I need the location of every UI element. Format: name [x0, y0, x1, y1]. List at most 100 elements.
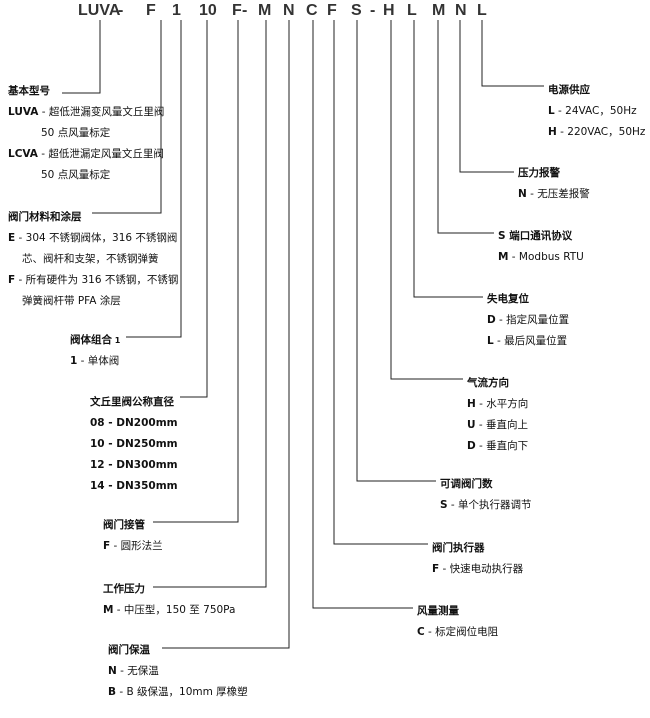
legend-option: U - 垂直向上 [467, 415, 528, 436]
option-description: - 最后风量位置 [493, 335, 568, 347]
legend-option: 弹簧阀杆带 PFA 涂层 [8, 291, 178, 312]
legend-option: N - 无压差报警 [518, 184, 590, 205]
legend-option: C - 标定阀位电阻 [417, 622, 498, 643]
option-code: F [103, 540, 111, 552]
option-code: N [518, 188, 527, 200]
legend-title: 基本型号 [8, 81, 164, 102]
measurement-legend: 风量测量 C - 标定阀位电阻 [417, 601, 498, 643]
connector-valve-material [92, 20, 162, 214]
option-description: - 圆形法兰 [110, 540, 163, 552]
option-code: F [432, 563, 440, 575]
legend-option: 芯、阀杆和支架，不锈钢弹簧 [8, 249, 178, 270]
legend-option: E - 304 不锈钢阀体，316 不锈钢阀 [8, 228, 178, 249]
option-code: F [8, 274, 16, 286]
legend-option: 08 - DN200mm [90, 413, 178, 434]
legend-title-text: 压力报警 [518, 167, 560, 179]
legend-option: S - 单个执行器调节 [440, 495, 532, 516]
code-segment: L [407, 2, 417, 19]
actuator-legend: 阀门执行器 F - 快速电动执行器 [432, 538, 523, 580]
code-segment: C [306, 2, 318, 19]
legend-option: D - 指定风量位置 [487, 310, 569, 331]
pressure-alarm-legend: 压力报警 N - 无压差报警 [518, 163, 590, 205]
option-code: U [467, 419, 476, 431]
option-description: - 单体阀 [77, 355, 120, 367]
option-code: 08 - DN200mm [90, 417, 178, 429]
code-segment: H [383, 2, 395, 19]
connector-insulation [162, 20, 290, 649]
code-segment: S [351, 2, 362, 19]
legend-title-text: S 端口通讯协议 [498, 230, 573, 242]
code-segment: F [146, 2, 156, 19]
option-code: D [487, 314, 496, 326]
connector-protocol [437, 20, 494, 234]
option-description: - 220VAC，50Hz [556, 126, 646, 138]
legend-title-text: 可调阀门数 [440, 478, 493, 490]
code-segment: LUVA [78, 2, 121, 19]
legend-title: 阀体组合 1 [70, 330, 120, 351]
legend-title: 电源供应 [548, 80, 645, 101]
option-description: - Modbus RTU [508, 251, 584, 263]
legend-option: D - 垂直向下 [467, 436, 528, 457]
option-description: 50 点风量标定 [41, 169, 111, 181]
option-description: - 中压型，150 至 750Pa [113, 604, 236, 616]
option-code: B [108, 686, 117, 698]
legend-title-text: 电源供应 [548, 84, 590, 96]
option-code: 10 - DN250mm [90, 438, 178, 450]
option-description: - 所有硬件为 316 不锈钢，不锈钢 [15, 274, 179, 286]
legend-title-text: 基本型号 [8, 85, 50, 97]
option-description: - 24VAC，50Hz [554, 105, 637, 117]
option-code: L [487, 335, 494, 347]
option-description: 芯、阀杆和支架，不锈钢弹簧 [22, 253, 159, 265]
option-code: L [548, 105, 555, 117]
legend-title: 压力报警 [518, 163, 590, 184]
option-description: - 超低泄漏变风量文丘里阀 [38, 106, 165, 118]
option-description: - 快速电动执行器 [439, 563, 524, 575]
option-description: - 304 不锈钢阀体，316 不锈钢阀 [15, 232, 178, 244]
legend-title: S 端口通讯协议 [498, 226, 584, 247]
option-code: S [440, 499, 448, 511]
option-description: - 垂直向上 [475, 419, 528, 431]
code-segment: M [258, 2, 272, 19]
legend-option: H - 220VAC，50Hz [548, 122, 645, 143]
connector-diameter [180, 20, 208, 398]
option-code: C [417, 626, 425, 638]
option-code: 1 [70, 355, 78, 367]
legend-option: M - 中压型，150 至 750Pa [103, 600, 235, 621]
legend-title-text: 风量测量 [417, 605, 459, 617]
legend-option: L - 最后风量位置 [487, 331, 569, 352]
legend-option: F - 圆形法兰 [103, 536, 163, 557]
option-description: - 标定阀位电阻 [424, 626, 499, 638]
connector-basic-model [62, 20, 101, 94]
legend-title: 工作压力 [103, 579, 235, 600]
legend-option: F - 所有硬件为 316 不锈钢，不锈钢 [8, 270, 178, 291]
option-description: - 垂直向下 [475, 440, 529, 452]
legend-title-text: 阀体组合 [70, 334, 112, 346]
connector-actuator [333, 20, 428, 545]
connector-pressure-alarm [459, 20, 514, 173]
adjustable-legend: 可调阀门数 S - 单个执行器调节 [440, 474, 532, 516]
code-segment: 1 [172, 2, 181, 19]
connector-connection [153, 20, 239, 523]
legend-option: 1 - 单体阀 [70, 351, 120, 372]
option-description: 弹簧阀杆带 PFA 涂层 [22, 295, 121, 307]
code-segment: F [232, 2, 242, 19]
legend-option: B - B 级保温，10mm 厚橡塑 [108, 682, 248, 703]
legend-title-text: 失电复位 [487, 293, 529, 305]
option-code: E [8, 232, 16, 244]
option-description: - 无保温 [116, 665, 159, 677]
legend-title: 阀门接管 [103, 515, 163, 536]
legend-option: H - 水平方向 [467, 394, 528, 415]
option-description: 50 点风量标定 [41, 127, 111, 139]
option-code: H [467, 398, 476, 410]
legend-title: 阀门材料和涂层 [8, 207, 178, 228]
option-code: LCVA [8, 148, 38, 160]
option-description: - 超低泄漏定风量文丘里阀 [37, 148, 164, 160]
legend-title: 阀门执行器 [432, 538, 523, 559]
code-segment: F [327, 2, 337, 19]
legend-option: L - 24VAC，50Hz [548, 101, 645, 122]
